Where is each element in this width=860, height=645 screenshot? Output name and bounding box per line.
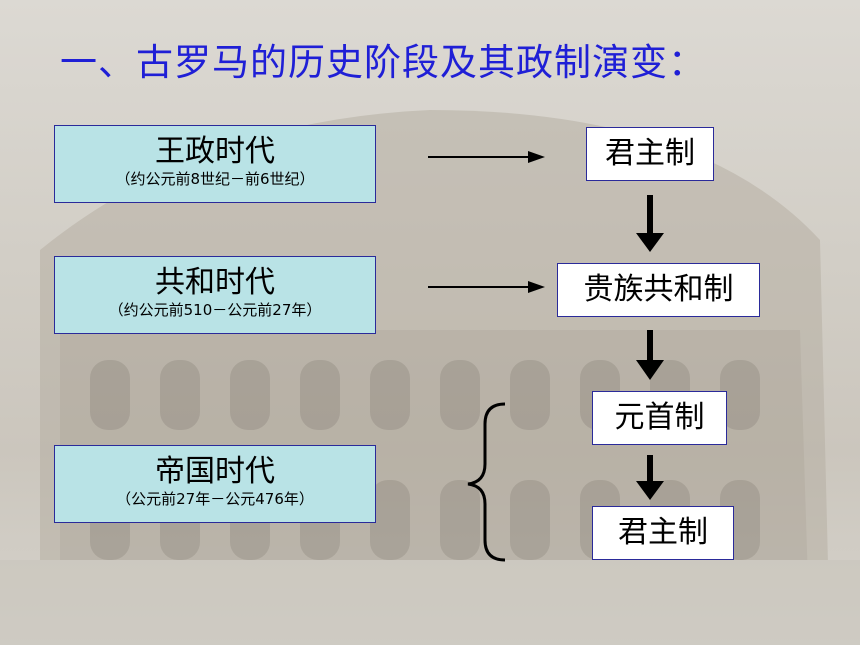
era-box-republic: 共和时代 （约公元前510－公元前27年） [54, 256, 376, 334]
era-name: 帝国时代 [155, 454, 275, 489]
era-range: （公元前27年－公元476年） [116, 490, 314, 508]
right-arrow-monarchy [428, 151, 545, 163]
system-box-monarchy: 君主制 [586, 127, 714, 181]
system-box-aristocratic-republic: 贵族共和制 [557, 263, 760, 317]
era-box-empire: 帝国时代 （公元前27年－公元476年） [54, 445, 376, 523]
system-box-principate: 元首制 [592, 391, 727, 445]
slide-title: 一、古罗马的历史阶段及其政制演变： [60, 41, 706, 84]
down-arrow-1 [636, 195, 664, 252]
right-arrow-republic [428, 281, 545, 293]
system-box-dominate: 君主制 [592, 506, 734, 560]
down-arrow-2 [636, 330, 664, 380]
curly-brace [467, 402, 506, 562]
era-range: （约公元前510－公元前27年） [108, 301, 322, 319]
down-arrow-3 [636, 455, 664, 500]
era-name: 王政时代 [155, 134, 275, 169]
era-range: （约公元前8世纪－前6世纪） [115, 170, 315, 188]
era-name: 共和时代 [155, 265, 275, 300]
era-box-monarchy: 王政时代 （约公元前8世纪－前6世纪） [54, 125, 376, 203]
